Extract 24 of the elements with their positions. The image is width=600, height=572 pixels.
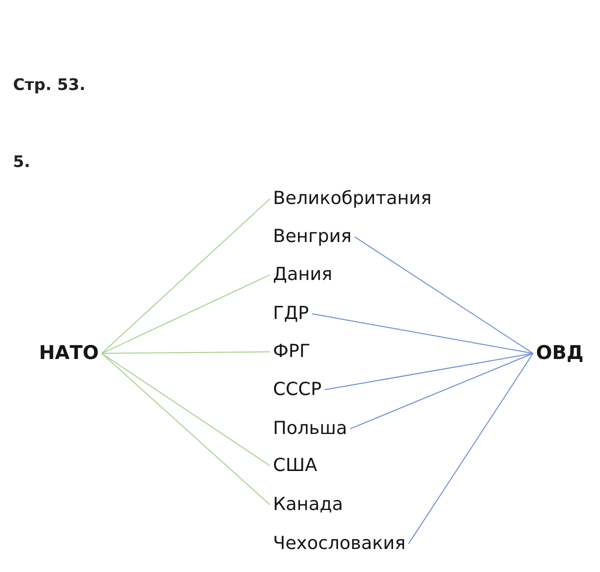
country-label: Канада xyxy=(270,494,346,516)
connector-line xyxy=(311,313,534,354)
country-label: Венгрия xyxy=(270,226,355,248)
connector-line xyxy=(324,352,534,390)
connector-line xyxy=(101,352,270,506)
country-label: США xyxy=(270,455,320,477)
country-label: Великобритания xyxy=(270,188,435,210)
page-heading: Стр. 53. xyxy=(13,75,86,94)
country-label: ФРГ xyxy=(270,341,314,363)
connector-line xyxy=(101,198,270,354)
alliance-label: НАТО xyxy=(36,342,102,365)
alliance-label: ОВД xyxy=(533,342,587,365)
country-label: Польша xyxy=(270,418,350,440)
connector-line xyxy=(350,352,534,430)
country-label: Дания xyxy=(270,264,336,286)
country-label: ГДР xyxy=(270,303,312,325)
country-label: СССР xyxy=(270,379,325,401)
connector-line xyxy=(101,352,270,466)
connector-line xyxy=(354,236,534,354)
connector-line xyxy=(101,351,270,354)
task-number: 5. xyxy=(13,152,30,172)
country-label: Чехословакия xyxy=(270,533,409,555)
connector-line xyxy=(101,274,270,354)
connector-line xyxy=(408,352,534,544)
